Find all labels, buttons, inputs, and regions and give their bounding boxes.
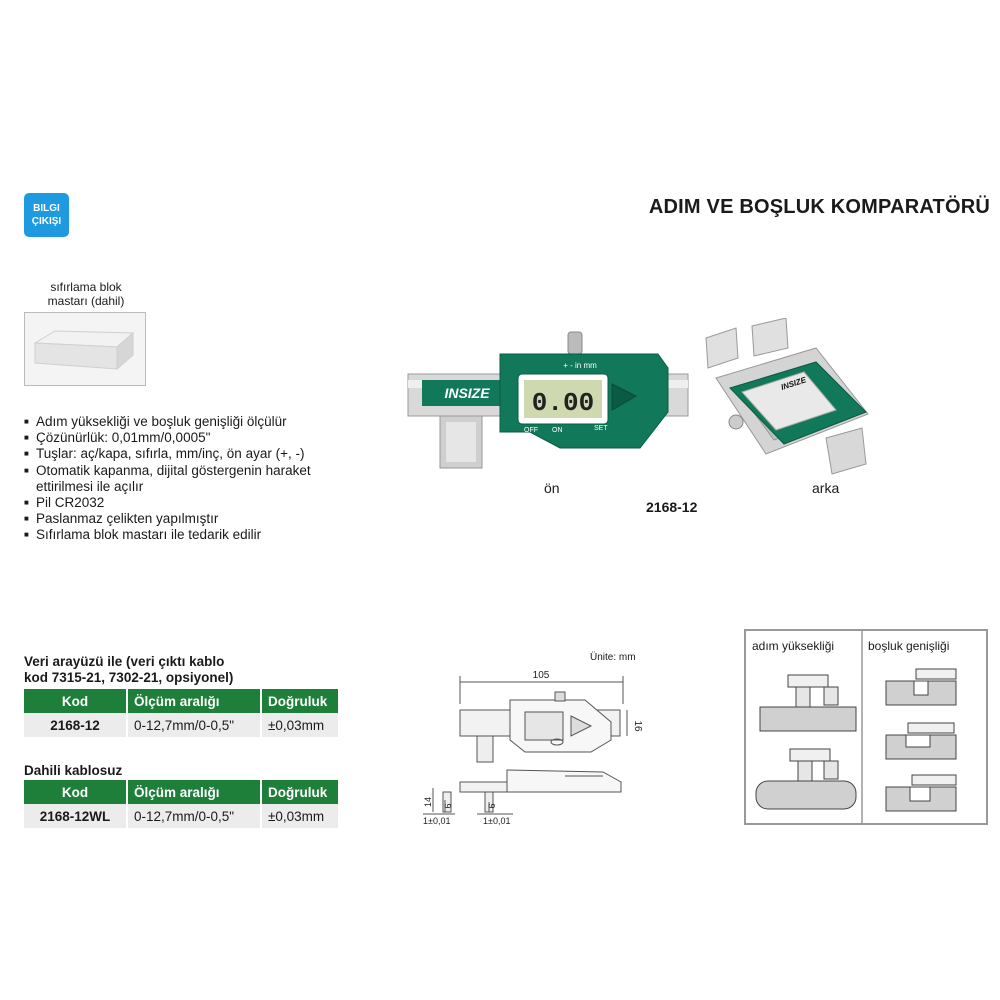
section1-heading-line-1: Veri arayüzü ile (veri çıktı kablo — [24, 654, 225, 669]
tolerance-right: 1±0,01 — [483, 816, 510, 826]
device-front-image: INSIZE + - in mm 0.00 OFF ON SET — [407, 331, 689, 469]
setting-block-caption-line-1: sıfırlama blok — [50, 280, 122, 294]
step-height-label: adım yüksekliği — [752, 639, 835, 653]
set-label: SET — [594, 425, 608, 432]
setting-block-caption: sıfırlama blok mastarı (dahil) — [30, 280, 142, 308]
feature-item: Adım yüksekliği ve boşluk genişliği ölçü… — [24, 414, 364, 430]
feature-item: Paslanmaz çelikten yapılmıştır — [24, 511, 364, 527]
back-view-caption: arka — [812, 480, 840, 496]
column-header: Ölçüm aralığı — [127, 689, 262, 713]
technical-drawing: 105 16 14 6 6 1±0,01 1±0,01 — [423, 670, 643, 826]
dim-length: 105 — [533, 670, 550, 681]
table-cell: 0-12,7mm/0-0,5" — [127, 713, 262, 737]
dim-6-right: 6 — [487, 803, 497, 808]
dim-height: 16 — [632, 720, 643, 732]
column-header: Doğruluk — [261, 689, 340, 713]
setting-block-caption-line-2: mastarı (dahil) — [47, 294, 125, 308]
spec-table-wireless: Kod Ölçüm aralığı Doğruluk 2168-12WL 0-1… — [24, 780, 340, 828]
device-top-buttons-label: + - in mm — [563, 361, 597, 370]
column-header: Doğruluk — [261, 780, 340, 804]
table-header-row: Kod Ölçüm aralığı Doğruluk — [24, 689, 340, 713]
column-header: Ölçüm aralığı — [127, 780, 262, 804]
column-header: Kod — [24, 780, 128, 804]
feature-item: Pil CR2032 — [24, 495, 364, 511]
spec-table-wired: Kod Ölçüm aralığı Doğruluk 2168-12 0-12,… — [24, 689, 340, 737]
data-output-badge: BILGI ÇIKIŞI — [24, 193, 69, 237]
table-cell: 0-12,7mm/0-0,5" — [127, 804, 262, 828]
product-code: 2168-12 — [646, 499, 698, 515]
dim-6-left: 6 — [443, 803, 453, 808]
table-cell: ±0,03mm — [261, 804, 340, 828]
table-row: 2168-12WL 0-12,7mm/0-0,5" ±0,03mm — [24, 804, 340, 828]
section1-heading: Veri arayüzü ile (veri çıktı kablo kod 7… — [24, 654, 233, 686]
feature-list: Adım yüksekliği ve boşluk genişliği ölçü… — [24, 414, 364, 544]
feature-item: Çözünürlük: 0,01mm/0,0005" — [24, 430, 364, 446]
tolerance-left: 1±0,01 — [423, 816, 450, 826]
application-panel: adım yüksekliği boşluk genişliği — [744, 629, 988, 825]
dim-14: 14 — [423, 797, 433, 807]
feature-item: Sıfırlama blok mastarı ile tedarik edili… — [24, 527, 364, 543]
table-cell: 2168-12WL — [24, 804, 128, 828]
section1-heading-line-2: kod 7315-21, 7302-21, opsiyonel) — [24, 670, 234, 685]
badge-line-1: BILGI — [33, 203, 60, 214]
lcd-reading: 0.00 — [532, 388, 594, 418]
off-label: OFF — [524, 427, 538, 434]
feature-item: Otomatik kapanma, dijital göstergenin ha… — [24, 463, 364, 495]
setting-block-image — [24, 312, 146, 386]
front-view-caption: ön — [544, 480, 560, 496]
application-drawings — [755, 631, 957, 823]
badge-line-2: ÇIKIŞI — [31, 216, 62, 227]
table-cell: 2168-12 — [24, 713, 128, 737]
brand-logo-text: INSIZE — [444, 385, 490, 401]
on-label: ON — [552, 427, 563, 434]
table-cell: ±0,03mm — [261, 713, 340, 737]
page-title: ADIM VE BOŞLUK KOMPARATÖRÜ — [648, 196, 990, 218]
device-back-image: INSIZE — [705, 318, 869, 475]
table-row: 2168-12 0-12,7mm/0-0,5" ±0,03mm — [24, 713, 340, 737]
table-header-row: Kod Ölçüm aralığı Doğruluk — [24, 780, 340, 804]
feature-item: Tuşlar: aç/kapa, sıfırla, mm/inç, ön aya… — [24, 446, 364, 462]
section2-heading: Dahili kablosuz — [24, 763, 123, 778]
setting-block-drawing — [33, 330, 135, 371]
unit-label: Ünite: mm — [590, 652, 636, 663]
column-header: Kod — [24, 689, 128, 713]
gap-width-label: boşluk genişliği — [868, 639, 950, 653]
